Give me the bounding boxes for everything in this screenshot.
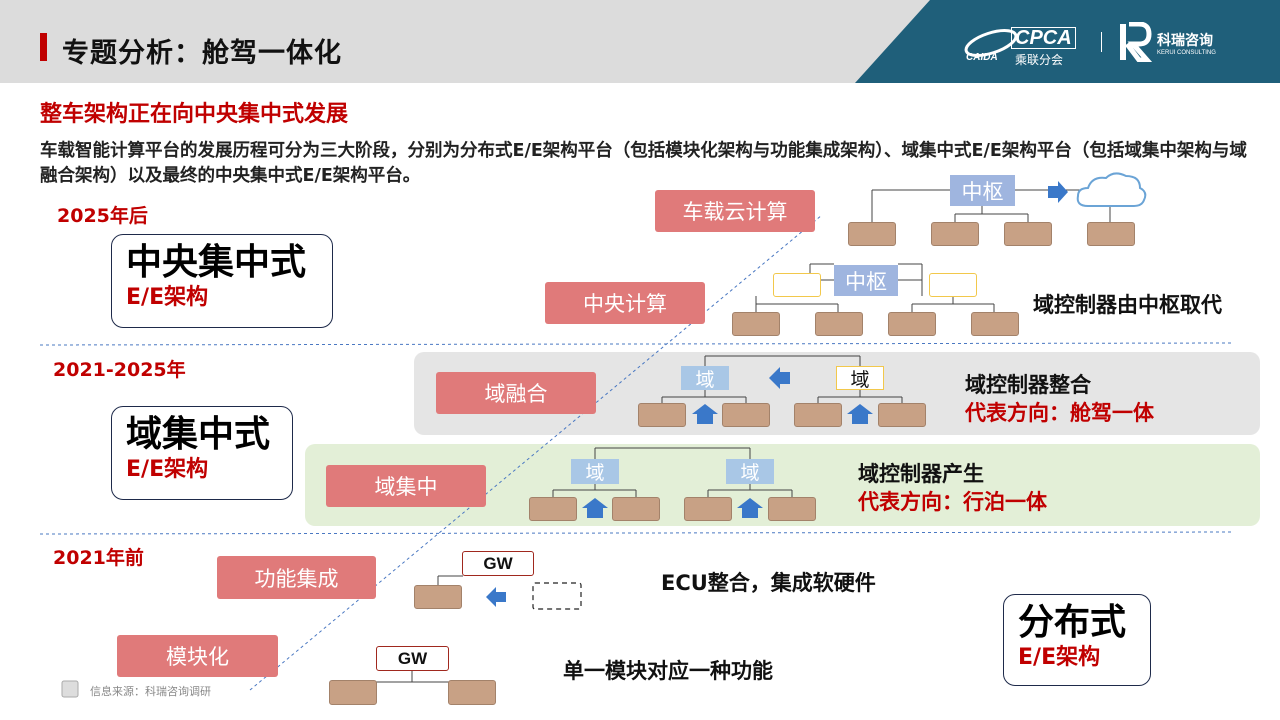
empty-module-placeholder [532, 582, 582, 610]
module-block [1004, 222, 1052, 246]
empty-domain-slot [773, 273, 821, 297]
step-domain-central: 域集中 [326, 465, 486, 507]
step-domain-fusion: 域融合 [436, 372, 596, 414]
module-block [722, 403, 770, 427]
cloud-icon [1076, 172, 1147, 207]
note-domain-direction: 代表方向：行泊一体 [858, 490, 1047, 514]
module-block [414, 585, 462, 609]
stage-central-sub: E/E架构 [126, 285, 209, 310]
stage-central-title: 中央集中式 [126, 242, 307, 283]
note-fusion: 域控制器整合 [965, 373, 1091, 397]
stage-distributed: 分布式 E/E架构 [1003, 594, 1151, 686]
domain-node: 域 [681, 366, 729, 391]
module-block [794, 403, 842, 427]
cpca-swoosh-icon [964, 29, 1018, 57]
module-block [612, 497, 660, 521]
note-ecu: ECU整合，集成软硬件 [661, 571, 876, 595]
module-block [638, 403, 686, 427]
gateway-node: GW [462, 551, 534, 576]
stage-domain-sub: E/E架构 [126, 457, 209, 482]
kerui-logo: 科瑞咨询 KERUI CONSULTING [1117, 22, 1247, 64]
module-block [1087, 222, 1135, 246]
cpca-logo-text: CPCA [1011, 27, 1076, 49]
kerui-k-icon [1120, 22, 1153, 62]
module-block [684, 497, 732, 521]
cpca-logo: CPCA CAIDA 乘联分会 [963, 25, 1093, 67]
note-domain: 域控制器产生 [858, 462, 984, 486]
module-block [529, 497, 577, 521]
arrow-left-icon [486, 587, 506, 607]
era-label-2021-2025: 2021-2025年 [53, 359, 186, 381]
header-accent-bar [40, 33, 47, 61]
header-logo-panel [855, 0, 1280, 83]
module-block [931, 222, 979, 246]
domain-node-merged: 域 [836, 366, 884, 391]
module-block [732, 312, 780, 336]
stage-domain-title: 域集中式 [126, 414, 271, 455]
source-icon [61, 680, 79, 698]
domain-node: 域 [571, 459, 619, 484]
module-block [448, 680, 496, 705]
note-fusion-direction: 代表方向：舱驾一体 [965, 401, 1154, 425]
cpca-logo-subtext: 乘联分会 [1015, 53, 1064, 67]
era-label-after-2025: 2025年后 [57, 205, 148, 227]
gateway-node: GW [376, 646, 449, 671]
arrow-up-icon [847, 404, 873, 424]
arrow-right-icon [1048, 181, 1068, 203]
arrow-left-icon [769, 367, 790, 389]
arrow-up-icon [737, 498, 763, 518]
step-cloud-compute: 车载云计算 [655, 190, 815, 232]
step-function-integration: 功能集成 [217, 556, 376, 599]
step-modular: 模块化 [117, 635, 278, 677]
source-note: 信息来源：科瑞咨询调研 [90, 685, 211, 698]
stage-central: 中央集中式 E/E架构 [111, 234, 333, 328]
stage-distributed-title: 分布式 [1018, 602, 1127, 643]
module-block [878, 403, 926, 427]
kerui-logo-en: KERUI CONSULTING [1157, 50, 1216, 56]
stage-distributed-sub: E/E架构 [1018, 645, 1101, 670]
domain-node: 域 [726, 459, 774, 484]
era-label-before-2021: 2021年前 [53, 547, 144, 569]
module-block [848, 222, 896, 246]
module-block [888, 312, 936, 336]
module-block [768, 497, 816, 521]
note-central: 域控制器由中枢取代 [1033, 293, 1222, 317]
module-block [815, 312, 863, 336]
logo-divider [1101, 32, 1102, 52]
stage-domain: 域集中式 E/E架构 [111, 406, 293, 500]
step-central-compute: 中央计算 [545, 282, 705, 324]
section-subtitle: 整车架构正在向中央集中式发展 [40, 102, 349, 127]
kerui-logo-text: 科瑞咨询 [1157, 32, 1213, 48]
page-title: 专题分析：舱驾一体化 [62, 38, 342, 69]
module-block [971, 312, 1019, 336]
empty-domain-slot [929, 273, 977, 297]
hub-node: 中枢 [834, 265, 898, 296]
caida-logo-text: CAIDA [966, 52, 998, 63]
note-module: 单一模块对应一种功能 [563, 659, 773, 683]
intro-paragraph: 车载智能计算平台的发展历程可分为三大阶段，分别为分布式E/E架构平台（包括模块化… [40, 141, 1247, 186]
arrow-up-icon [582, 498, 608, 518]
arrow-up-icon [692, 404, 718, 424]
hub-node: 中枢 [950, 175, 1015, 206]
module-block [329, 680, 377, 705]
